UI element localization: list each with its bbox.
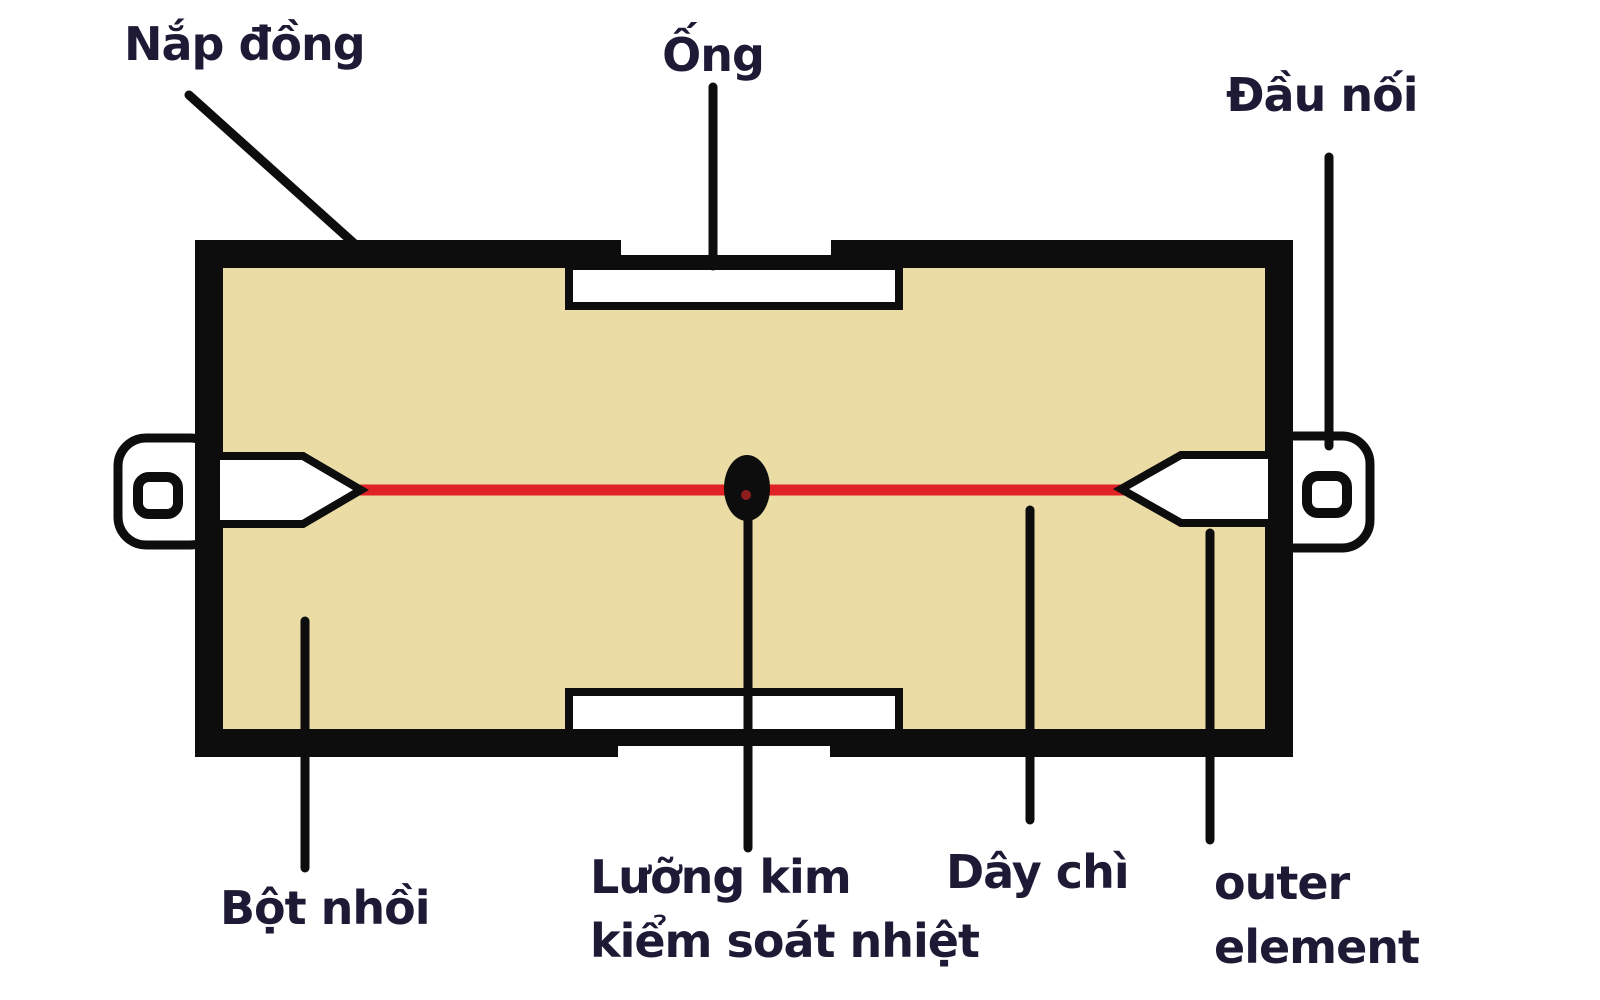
label-bimetal-line1: Lưỡng kim [590,850,852,904]
label-bimetal: Lưỡng kim kiểm soát nhiệt [590,845,980,973]
label-filler-powder: Bột nhồi [220,881,431,935]
bottom-tube-opening [565,688,903,737]
label-copper-cap: Nắp đồng [124,17,366,71]
top-border-slot-cut [621,234,831,255]
right-inner-electrode [1112,451,1276,527]
bottom-border-slot-cut [618,746,830,765]
label-outer-element: outer element [1214,851,1420,979]
label-outer-element-line1: outer [1214,856,1350,910]
label-connector: Đầu nối [1226,68,1418,122]
left-terminal-hole [133,472,183,519]
bimetal-center-dot [741,490,751,500]
leader-line-copper-cap [184,90,362,251]
bimetal-element [724,455,770,521]
top-tube-opening [565,262,903,310]
label-outer-element-line2: element [1214,920,1420,974]
label-tube: Ống [662,28,765,82]
label-bimetal-line2: kiểm soát nhiệt [590,914,980,968]
label-fuse-wire: Dây chì [946,845,1130,899]
right-terminal-hole [1302,471,1352,518]
left-inner-electrode [212,452,369,528]
